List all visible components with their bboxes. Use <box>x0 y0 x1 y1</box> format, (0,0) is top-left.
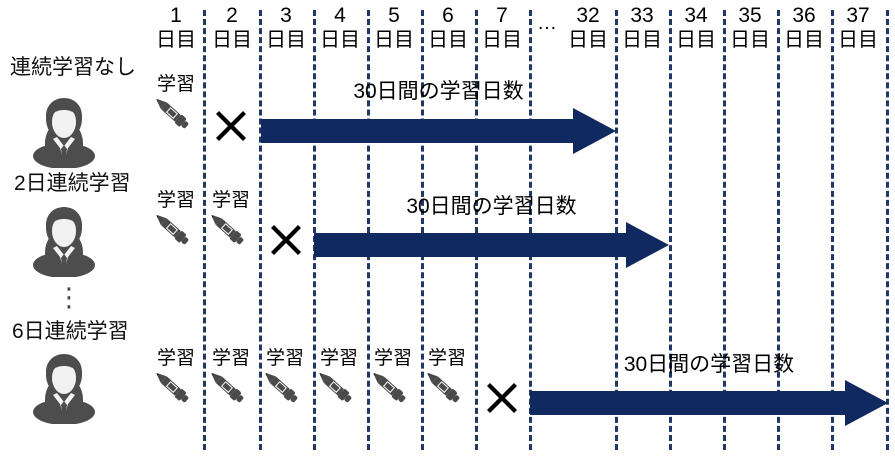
day-number: 3 <box>280 4 292 27</box>
gridline <box>831 10 834 450</box>
day-number: 7 <box>496 4 508 27</box>
day-header-34: 34 日目 <box>669 4 723 52</box>
day-unit: 日目 <box>266 29 306 51</box>
pen-icon <box>150 370 202 410</box>
study-label: 学習 <box>373 348 412 369</box>
day-number: 37 <box>846 4 870 27</box>
study-cell: 学習 <box>150 190 202 252</box>
study-label: 学習 <box>156 348 195 369</box>
day-unit: 日目 <box>730 29 770 51</box>
day-gap-ellipsis: … <box>537 12 559 34</box>
arrow-caption: 30日間の学習日数 <box>406 195 577 218</box>
row-label-2day-streak: 2日連続学習 <box>14 172 131 195</box>
pen-icon <box>367 370 419 410</box>
pen-icon <box>313 370 365 410</box>
study-label: 学習 <box>156 74 195 95</box>
gridline <box>777 10 780 450</box>
study-label: 学習 <box>211 348 250 369</box>
day-number: 4 <box>334 4 346 27</box>
study-label: 学習 <box>319 348 358 369</box>
row-label-no-streak: 連続学習なし <box>10 56 136 79</box>
arrow-caption: 30日間の学習日数 <box>353 80 524 103</box>
day-unit: 日目 <box>374 29 414 51</box>
day-header-37: 37 日目 <box>831 4 885 52</box>
day-number: 32 <box>576 4 600 27</box>
study-cell: 学習 <box>313 348 365 410</box>
day-header-3: 3 日目 <box>259 4 313 52</box>
day-number: 1 <box>170 4 182 27</box>
day-header-7: 7 日目 <box>475 4 529 52</box>
day-unit: 日目 <box>568 29 608 51</box>
day-unit: 日目 <box>838 29 878 51</box>
right-arrow-icon <box>530 380 888 426</box>
study-cell: 学習 <box>259 348 311 410</box>
gridline <box>886 10 889 450</box>
study-label: 学習 <box>427 348 466 369</box>
study-cell: 学習 <box>367 348 419 410</box>
pen-icon <box>150 212 202 252</box>
study-cell: 学習 <box>150 348 202 410</box>
day-header-2: 2 日目 <box>205 4 259 52</box>
day-unit: 日目 <box>320 29 360 51</box>
pen-icon <box>205 212 257 252</box>
day-unit: 日目 <box>784 29 824 51</box>
arrow-caption: 30日間の学習日数 <box>623 353 795 376</box>
day-number: 36 <box>792 4 816 27</box>
gridline <box>203 10 206 450</box>
gridline <box>313 10 316 450</box>
pen-icon <box>150 96 202 136</box>
day-number: 35 <box>738 4 762 27</box>
day-header-35: 35 日目 <box>723 4 777 52</box>
study-label: 学習 <box>211 190 250 211</box>
cross-icon <box>213 108 249 144</box>
gridline <box>475 10 478 450</box>
row-separator-dots: ⋮ <box>56 282 82 312</box>
cross-icon <box>484 380 520 416</box>
pen-icon <box>259 370 311 410</box>
person-avatar-icon <box>27 205 101 278</box>
person-avatar-icon <box>27 96 101 169</box>
day-unit: 日目 <box>482 29 522 51</box>
day-header-6: 6 日目 <box>421 4 475 52</box>
pen-icon <box>205 370 257 410</box>
study-cell: 学習 <box>205 348 257 410</box>
pen-icon <box>421 370 473 410</box>
day-unit: 日目 <box>676 29 716 51</box>
day-number: 6 <box>442 4 454 27</box>
gridline <box>259 10 262 450</box>
gridline <box>529 10 532 450</box>
study-cell: 学習 <box>421 348 473 410</box>
day-header-5: 5 日目 <box>367 4 421 52</box>
gridline <box>669 10 672 450</box>
day-number: 2 <box>226 4 238 27</box>
study-cell: 学習 <box>205 190 257 252</box>
day-number: 5 <box>388 4 400 27</box>
right-arrow-icon <box>314 222 669 268</box>
person-avatar-icon <box>27 352 101 425</box>
day-unit: 日目 <box>622 29 662 51</box>
study-label: 学習 <box>265 348 304 369</box>
day-header-32: 32 日目 <box>561 4 615 52</box>
day-number: 33 <box>630 4 654 27</box>
day-unit: 日目 <box>428 29 468 51</box>
gridline <box>367 10 370 450</box>
gridline <box>421 10 424 450</box>
day-unit: 日目 <box>156 29 196 51</box>
row-label-6day-streak: 6日連続学習 <box>12 320 129 343</box>
right-arrow-icon <box>261 108 616 154</box>
study-label: 学習 <box>156 190 195 211</box>
day-unit: 日目 <box>212 29 252 51</box>
day-number: 34 <box>684 4 708 27</box>
gridline <box>615 10 618 450</box>
gridline <box>723 10 726 450</box>
day-header-4: 4 日目 <box>313 4 367 52</box>
study-cell: 学習 <box>150 74 202 136</box>
day-header-33: 33 日目 <box>615 4 669 52</box>
day-header-1: 1 日目 <box>149 4 203 52</box>
cross-icon <box>268 222 304 258</box>
day-header-36: 36 日目 <box>777 4 831 52</box>
